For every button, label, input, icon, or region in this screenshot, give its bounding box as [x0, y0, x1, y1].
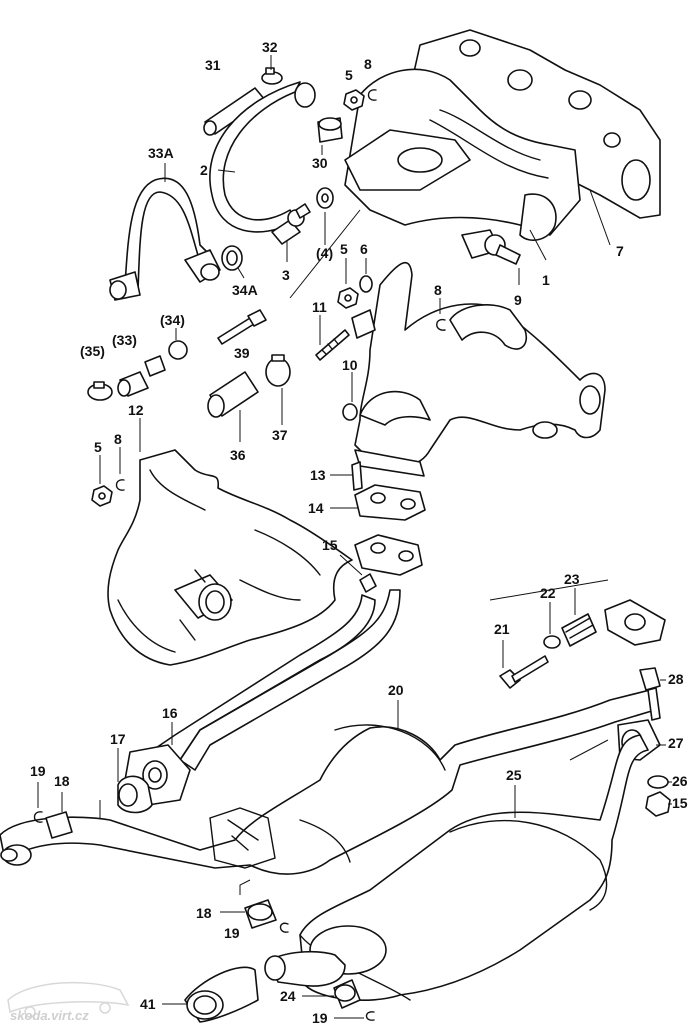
label-24: 24	[280, 988, 296, 1004]
label-32: 32	[262, 39, 278, 55]
bolt-39	[217, 309, 267, 345]
clip-19-upper	[33, 811, 43, 823]
label-20: 20	[388, 682, 404, 698]
label-34A: 34A	[232, 282, 258, 298]
label-26: 26	[672, 773, 688, 789]
label-8: 8	[434, 282, 442, 298]
label-10: 10	[342, 357, 358, 373]
clip-35	[87, 381, 113, 401]
label-37: 37	[272, 427, 288, 443]
clamp-24	[333, 979, 361, 1009]
label-16: 16	[162, 705, 178, 721]
label-8: 8	[114, 431, 122, 447]
stud-11	[315, 329, 350, 361]
exhaust-manifold	[342, 261, 606, 477]
clip-8-lower	[115, 479, 125, 491]
downpipe-flange	[354, 534, 423, 593]
clamp-34	[168, 340, 188, 360]
label-19: 19	[312, 1010, 328, 1024]
label-5: 5	[345, 67, 353, 83]
clip-8-upper	[367, 89, 377, 101]
label-4: (4)	[316, 245, 333, 261]
label-19: 19	[30, 763, 46, 779]
hose-33A	[109, 177, 221, 301]
label-33A: 33A	[148, 145, 174, 161]
washer-4	[316, 187, 334, 209]
label-7: 7	[616, 243, 624, 259]
label-25: 25	[506, 767, 522, 783]
label-21: 21	[494, 621, 510, 637]
washer-22	[543, 635, 561, 649]
label-28: 28	[668, 671, 684, 687]
gasket-14	[354, 484, 426, 521]
label-15: 15	[672, 795, 688, 811]
label-5: 5	[94, 439, 102, 455]
label-19: 19	[224, 925, 240, 941]
heat-shield-12	[107, 449, 353, 666]
label-8: 8	[364, 56, 372, 72]
label-15: 15	[322, 537, 338, 553]
clip-19-middle	[279, 922, 289, 933]
label-17: 17	[110, 731, 126, 747]
label-36: 36	[230, 447, 246, 463]
fitting-3	[271, 203, 311, 245]
hose-31	[203, 87, 266, 136]
clamp-37	[265, 354, 291, 387]
bolt-21	[499, 655, 549, 689]
clip-19-lower	[365, 1011, 375, 1021]
middle-silencer-20	[0, 689, 656, 875]
label-12: 12	[128, 402, 144, 418]
label-33: (33)	[112, 332, 137, 348]
clamp-18-upper	[45, 811, 73, 839]
label-18: 18	[54, 773, 70, 789]
label-22: 22	[540, 585, 556, 601]
front-pipe-16	[117, 589, 401, 814]
nut-5-upper	[343, 89, 365, 111]
label-6: 6	[360, 241, 368, 257]
washer-6	[359, 275, 373, 293]
label-9: 9	[514, 292, 522, 308]
label-11: 11	[312, 299, 327, 315]
label-39: 39	[234, 345, 250, 361]
tailpipe-41	[184, 966, 259, 1023]
label-2: 2	[200, 162, 208, 178]
sleeve-33	[117, 355, 166, 397]
hose-36	[207, 371, 259, 418]
stud-13	[351, 461, 363, 491]
washer-26	[647, 775, 669, 789]
label-14: 14	[308, 500, 324, 516]
sleeve-30	[317, 117, 343, 143]
clamp-18-lower	[244, 899, 277, 929]
label-27: 27	[668, 735, 684, 751]
label-1: 1	[542, 272, 550, 288]
watermark-logo: skoda.virt.cz	[7, 981, 130, 1023]
label-30: 30	[312, 155, 328, 171]
intermediate-pipe	[264, 950, 346, 987]
watermark-text: skoda.virt.cz	[10, 1008, 89, 1023]
label-18: 18	[196, 905, 212, 921]
label-35: (35)	[80, 343, 105, 359]
pipe-flange-right	[604, 599, 666, 646]
nut-5-mid	[337, 287, 359, 309]
label-34: (34)	[160, 312, 185, 328]
label-3: 3	[282, 267, 290, 283]
clamp-32	[261, 67, 283, 85]
label-31: 31	[205, 57, 221, 73]
clamp-34A	[221, 245, 243, 271]
spring-23	[561, 613, 597, 647]
intake-manifold	[344, 29, 661, 265]
label-5: 5	[340, 241, 348, 257]
leader-7	[589, 189, 611, 246]
nut-15-right	[645, 791, 671, 817]
label-13: 13	[310, 467, 326, 483]
leader-1	[529, 229, 547, 261]
label-23: 23	[564, 571, 580, 587]
bolt-28	[639, 667, 661, 721]
clip-8-mid	[436, 318, 446, 331]
label-41: 41	[140, 996, 156, 1012]
nut-5-lower	[91, 485, 113, 507]
